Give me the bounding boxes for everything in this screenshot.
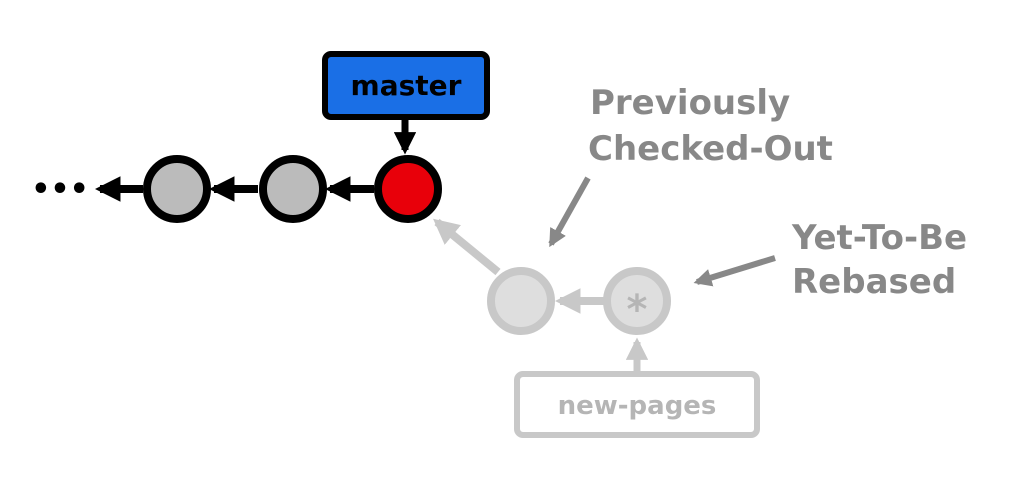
commit-node-1: [143, 155, 211, 223]
yet-to-be-rebased-line2: Rebased: [792, 262, 956, 302]
yet-to-be-rebased-commit: [603, 267, 671, 335]
previously-checked-out-line1: Previously: [590, 83, 790, 123]
commit-node-2: [259, 155, 327, 223]
previously-checked-out-commit: [487, 267, 555, 335]
new-pages-branch-label: [514, 371, 760, 438]
master-head-commit: [374, 155, 442, 223]
rebase-star-marker: *: [627, 287, 648, 333]
annotation-arrow-previously: [548, 176, 591, 248]
history-ellipsis: •••: [31, 172, 89, 207]
previously-checked-out-line2: Checked-Out: [588, 129, 833, 169]
ghost-arrow-to-master-head: [433, 218, 501, 276]
master-branch-label: [322, 51, 490, 120]
master-branch-text: master: [351, 69, 462, 102]
yet-to-be-rebased-line1: Yet-To-Be: [791, 218, 967, 258]
new-pages-branch-text: new-pages: [558, 391, 717, 421]
annotation-arrow-rebased: [693, 255, 776, 287]
